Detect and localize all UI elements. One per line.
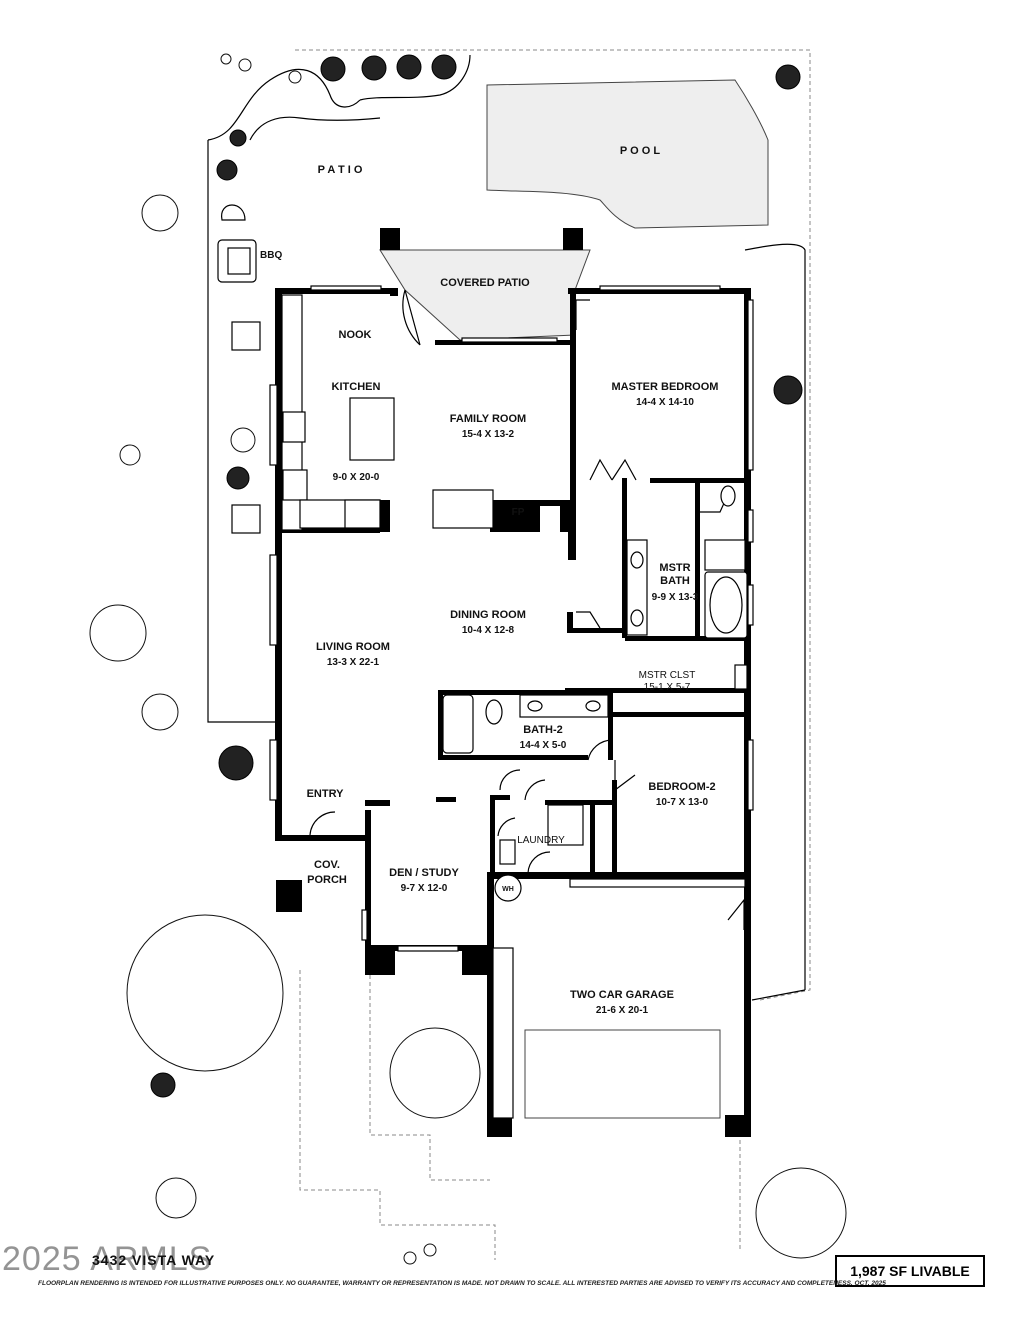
water-heater-label: WH [502,886,514,893]
family-room-label: FAMILY ROOM [450,413,526,425]
bath-fixtures [442,485,748,902]
watermark: 2025 ARMLS [2,1240,213,1278]
laundry-label: LAUNDRY [517,835,565,846]
fireplace-label: FP [512,507,525,518]
living-room-size: 13-3 X 22-1 [327,657,380,668]
kitchen-size: 9-0 X 20-0 [333,472,380,483]
interior-walls [280,478,751,875]
garage-size: 21-6 X 20-1 [596,1005,649,1016]
covered-patio-label: COVERED PATIO [440,277,530,289]
master-bath-label-1: MSTR [659,562,690,574]
kitchen-fixtures [281,294,494,531]
master-bedroom-size: 14-4 X 14-10 [636,397,694,408]
nook-label: NOOK [339,329,372,341]
master-bath-label-2: BATH [660,575,690,587]
master-closet-size: 15-1 X 5-7 [644,682,691,693]
bath-2-label: BATH-2 [523,724,563,736]
cov-porch-label-1: COV. [314,859,340,871]
kitchen-label: KITCHEN [332,381,381,393]
dining-room-size: 10-4 X 12-8 [462,625,515,636]
master-bedroom-label: MASTER BEDROOM [612,381,719,393]
bbq-label: BBQ [260,250,282,261]
dining-room-label: DINING ROOM [450,609,526,621]
entry-label: ENTRY [307,788,345,800]
street-address: 3432 VISTA WAY [92,1252,216,1268]
livable-sf-badge: 1,987 SF LIVABLE [835,1255,985,1287]
disclaimer-text: FLOORPLAN RENDERING IS INTENDED FOR ILLU… [38,1280,886,1287]
pool-label: P O O L [620,145,660,157]
den-study-size: 9-7 X 12-0 [401,883,448,894]
master-bath-size: 9-9 X 13-3 [652,592,699,603]
garage-label: TWO CAR GARAGE [570,989,674,1001]
lot-boundary [207,49,811,1260]
landscaping [89,53,847,1265]
doors [309,289,806,1001]
bbq-grill [217,204,257,283]
master-closet-label: MSTR CLST [639,670,696,681]
patio-label: P A T I O [318,164,363,176]
den-study-label: DEN / STUDY [389,867,459,879]
bath-2-size: 14-4 X 5-0 [520,740,567,751]
living-room-label: LIVING ROOM [316,641,390,653]
bedroom-2-label: BEDROOM-2 [648,781,715,793]
bedroom-2-size: 10-7 X 13-0 [656,797,709,808]
cov-porch-label-2: PORCH [307,874,347,886]
family-room-size: 15-4 X 13-2 [462,429,515,440]
windows [269,285,754,952]
pool [486,79,769,229]
garage [492,878,746,1119]
